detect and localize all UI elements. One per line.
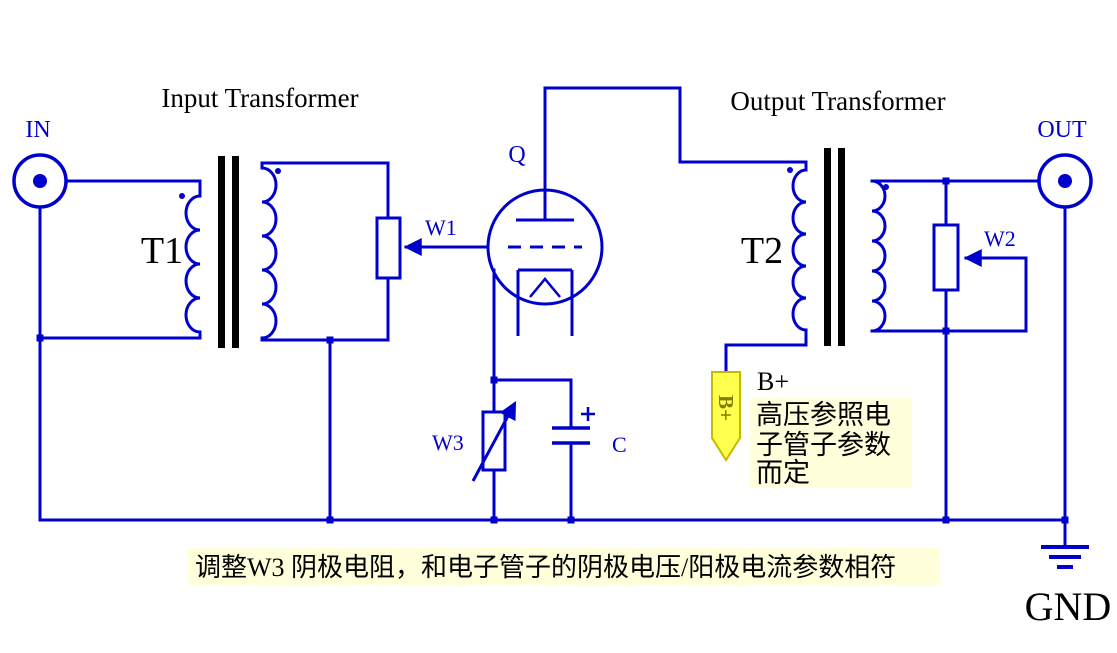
junction-dot [942,177,950,185]
wire-node-to-cap [492,378,573,430]
transformer-t2 [787,148,889,346]
w1-label: W1 [425,215,457,240]
t2-secondary-coil [871,179,887,333]
w3-label: W3 [432,430,464,455]
bplus-flag-text: B+ [714,395,738,421]
t2-primary-coil [791,168,807,332]
wire-t1s-to-w1 [260,161,390,220]
junction-dot [942,327,950,335]
t2-core-bar-right [838,148,845,346]
junction-dot [326,516,334,524]
wire-t1s-bottom [260,276,390,342]
junction-dot [490,376,498,384]
t1-label: T1 [141,230,183,272]
wire-t1p-bottom [38,330,202,340]
junction-dot [326,336,334,344]
t1-core-bar-left [218,156,225,348]
pot-w1-body [375,216,402,280]
rheostat-w3 [471,401,517,482]
bplus-note-line3: 而定 [756,458,810,488]
bplus-note-line1: 高压参照电 [756,400,891,430]
bplus-flag-shape [711,371,741,462]
capacitor-polarity-plus [581,407,595,421]
junction-dots [36,177,1069,524]
bplus-label: B+ [757,367,789,396]
t1-secondary-coil [261,166,278,340]
out-jack-pin [1058,174,1072,188]
bottom-note: 调整W3 阴极电阻，和电子管子的阴极电压/阳极电流参数相符 [195,553,896,582]
output-transformer-title: Output Transformer [730,86,945,116]
input-transformer-title: Input Transformer [161,83,358,113]
junction-dot [490,516,498,524]
t2-secondary-phase-dot [883,184,889,190]
junction-dot [36,334,44,342]
q-label: Q [508,142,525,168]
t2-label: T2 [741,230,783,272]
t1-core-bar-right [232,156,239,348]
wire-plate-top-run [543,86,808,222]
tube-filament [529,277,561,298]
t2-primary-phase-dot [787,167,793,173]
wire-t2p-to-bplus [724,328,808,374]
bplus-flag: B+ [711,371,741,462]
bottom-note-bg [188,548,940,585]
ground-symbol [1041,545,1089,569]
bplus-note-bg [750,398,912,488]
in-port-label: IN [25,117,50,143]
tube-envelope [486,188,604,306]
wires [38,86,1067,548]
t1-secondary-phase-dot [275,168,281,174]
junction-dot [942,516,950,524]
pot-w2-body [932,223,960,292]
wire-in-to-t1 [65,179,202,198]
junction-dot [1061,516,1069,524]
wire-w2-loop [944,256,1028,333]
vacuum-tube [486,188,604,336]
capacitor-c [552,407,595,445]
in-jack [12,153,68,209]
gnd-label: GND [1025,584,1112,629]
rheostat-w3-arrow [471,401,517,482]
t1-primary-phase-dot [179,193,185,199]
out-jack [1037,153,1093,209]
transformer-t1 [179,156,281,348]
bplus-note-line2: 子管子参数 [756,430,891,460]
junction-dot [567,516,575,524]
tube-cathode [516,268,574,336]
c-label: C [612,432,627,457]
w2-label: W2 [984,226,1016,251]
t1-primary-coil [184,194,201,334]
in-jack-pin [33,174,47,188]
out-port-label: OUT [1037,117,1087,143]
t2-core-bar-left [824,148,831,346]
